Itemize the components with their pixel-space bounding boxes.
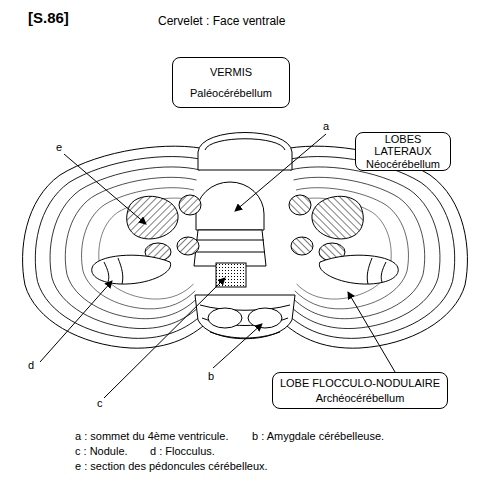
leader-line — [40, 281, 112, 362]
fourth-ventricle — [194, 182, 266, 266]
leader-line — [213, 324, 262, 368]
left-hemisphere — [23, 146, 212, 348]
legend-note: b : Amygdale cérébelleuse. — [252, 431, 384, 442]
box-heading: LOBES LATERAUX — [356, 133, 450, 157]
legend-note: a : sommet du 4ème ventricule. — [75, 431, 228, 442]
box-heading: LOBE FLOCCULO-NODULAIRE — [280, 377, 440, 389]
left-flocculus — [92, 255, 171, 284]
leader-line — [235, 134, 326, 211]
folia — [23, 146, 468, 348]
right-hemisphere — [278, 146, 467, 348]
section-box: LOBES LATERAUXNéocérébellum — [355, 132, 451, 171]
callout-letter: d — [28, 360, 34, 371]
legend-note: d : Flocculus. — [150, 446, 215, 457]
callout-letter: a — [323, 121, 329, 132]
section-box: LOBE FLOCCULO-NODULAIRE Archéocérébellum — [272, 372, 448, 409]
leader-lines — [40, 134, 395, 398]
box-subtitle: Paléocérébellum — [190, 87, 272, 99]
vermis — [195, 133, 295, 339]
right-peduncles — [289, 195, 363, 261]
callout-letter: c — [97, 398, 103, 409]
leader-line — [64, 154, 146, 224]
box-subtitle: Néocérébellum — [366, 158, 440, 170]
right-flocculus — [319, 255, 398, 284]
legend-note: c : Nodule. — [75, 446, 128, 457]
section-box: VERMIS Paléocérébellum — [172, 57, 290, 108]
callout-letter: b — [208, 371, 214, 382]
box-subtitle: Archéocérébellum — [316, 392, 405, 404]
slide-number: [S.86] — [28, 10, 69, 25]
tonsils — [208, 308, 282, 328]
peduncles — [127, 195, 364, 261]
nodule — [216, 263, 246, 287]
flocculi — [92, 255, 399, 284]
callout-letter: e — [56, 142, 62, 153]
leader-line — [348, 292, 395, 372]
legend-note: e : section des pédoncules cérébelleux. — [75, 461, 268, 472]
leader-line — [104, 278, 225, 398]
diagram-title: Cervelet : Face ventrale — [158, 15, 285, 27]
left-peduncles — [127, 195, 201, 261]
box-heading: VERMIS — [210, 66, 252, 78]
